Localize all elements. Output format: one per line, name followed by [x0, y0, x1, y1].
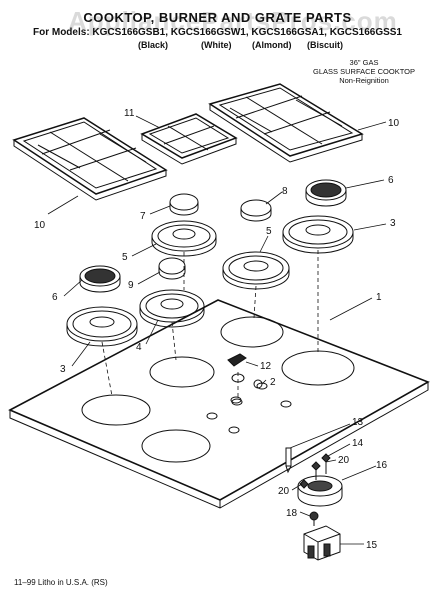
finish-biscuit: (Biscuit)	[307, 40, 343, 50]
label-20-left: 20	[278, 486, 290, 497]
label-10-right: 10	[388, 118, 400, 129]
burner-base	[297, 475, 343, 507]
finish-almond: (Almond)	[252, 40, 292, 50]
label-1: 1	[376, 292, 382, 303]
burner-cap-6-left	[79, 265, 121, 293]
label-4: 4	[136, 342, 142, 353]
burner-cap-9	[158, 257, 186, 280]
label-10-left: 10	[34, 220, 46, 231]
label-9: 9	[128, 280, 134, 291]
alignment-lines	[101, 250, 319, 400]
desc-line-2: GLASS SURFACE COOKTOP	[313, 67, 415, 76]
label-5-left: 5	[122, 252, 128, 263]
label-15: 15	[366, 540, 378, 551]
burner-cap-6-right	[305, 179, 347, 207]
grate-left	[12, 117, 168, 201]
label-6-left: 6	[52, 292, 58, 303]
burner-head-3-right	[282, 215, 354, 254]
watermark: AppliancePartsPros.com	[68, 6, 398, 36]
valve-assembly	[303, 525, 341, 561]
screws	[299, 453, 331, 489]
burner-cap-7	[169, 193, 199, 216]
burner-head-4	[139, 289, 205, 328]
part-labels: 11 10 10 7 8 6 5 5 3 6 9 4 3 1 12 2 13 1…	[34, 108, 400, 551]
model-list: For Models: KGCS166GSB1, KGCS166GSW1, KG…	[32, 27, 402, 38]
burner-head-5-left	[151, 220, 217, 257]
label-14: 14	[352, 438, 364, 449]
desc-line-3: Non-Reignition	[339, 76, 389, 85]
screw-18	[309, 511, 319, 526]
label-20-right: 20	[338, 455, 350, 466]
grate-center	[140, 113, 238, 165]
desc-line-1: 36" GAS	[349, 58, 379, 67]
label-6-right: 6	[388, 175, 394, 186]
label-8: 8	[282, 186, 288, 197]
label-3-left: 3	[60, 364, 66, 375]
label-18: 18	[286, 508, 298, 519]
label-11: 11	[124, 108, 135, 119]
burner-head-3-left	[66, 306, 138, 347]
page-title: COOKTOP, BURNER AND GRATE PARTS	[83, 10, 352, 25]
label-12: 12	[260, 361, 272, 372]
burner-cap-8	[240, 199, 272, 222]
label-16: 16	[376, 460, 388, 471]
burner-head-5-right	[222, 251, 290, 290]
label-3-right: 3	[390, 218, 396, 229]
control-knob	[227, 353, 263, 404]
finish-black: (Black)	[138, 40, 169, 50]
cooktop-glass	[8, 299, 430, 509]
leader-lines	[47, 115, 387, 545]
finish-white: (White)	[201, 40, 232, 50]
grate-right	[208, 83, 364, 163]
label-2: 2	[270, 377, 276, 388]
label-7: 7	[140, 211, 146, 222]
label-5-right: 5	[266, 226, 272, 237]
cooktop-description: 36" GAS GLASS SURFACE COOKTOP Non-Reigni…	[313, 58, 415, 85]
electrode	[285, 447, 292, 474]
footer-note: 11–99 Litho in U.S.A. (RS)	[14, 578, 108, 587]
label-13: 13	[352, 417, 364, 428]
